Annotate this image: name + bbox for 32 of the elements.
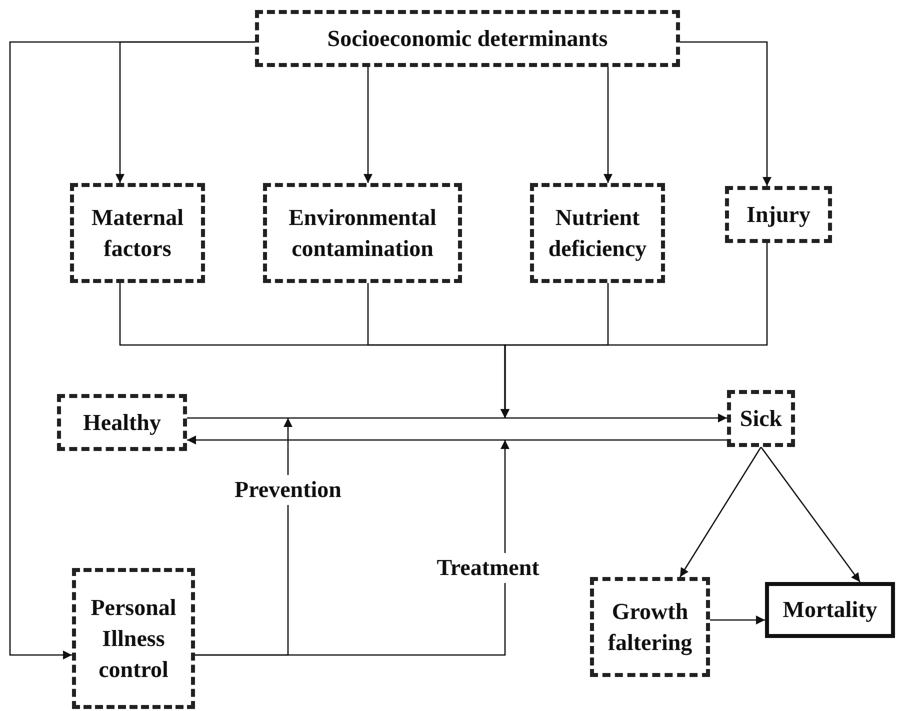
arrow	[187, 414, 727, 422]
arrow	[187, 436, 727, 444]
box-label: Mortality	[782, 596, 878, 624]
arrow	[710, 616, 765, 624]
process-box	[70, 183, 205, 283]
arrow	[195, 440, 510, 656]
box-label: Growth faltering	[606, 598, 694, 658]
process-box	[765, 582, 895, 638]
box-label: Socioeconomic determinants	[327, 24, 608, 53]
box-label: Personal Illness control	[90, 594, 178, 684]
box-label: Maternal factors	[90, 204, 184, 263]
process-box	[263, 183, 462, 283]
process-box	[530, 183, 665, 283]
arrow	[500, 243, 768, 418]
box-label: Sick	[740, 404, 782, 433]
arrow	[679, 446, 762, 578]
process-box	[590, 577, 710, 677]
box-label: Healthy	[83, 408, 161, 437]
arrow	[604, 67, 612, 183]
process-box	[727, 390, 795, 447]
box-label: Injury	[746, 200, 810, 229]
process-box	[725, 186, 832, 243]
process-box	[255, 10, 680, 67]
arrow	[680, 41, 772, 186]
box-label: Nutrient deficiency	[547, 204, 648, 263]
arrow	[760, 446, 861, 582]
box-label: Environmental contamination	[288, 204, 438, 263]
arrow	[364, 67, 372, 183]
process-box	[57, 394, 187, 451]
process-box	[72, 568, 195, 709]
arrow	[9, 41, 255, 660]
edge-label: Prevention	[232, 475, 344, 505]
